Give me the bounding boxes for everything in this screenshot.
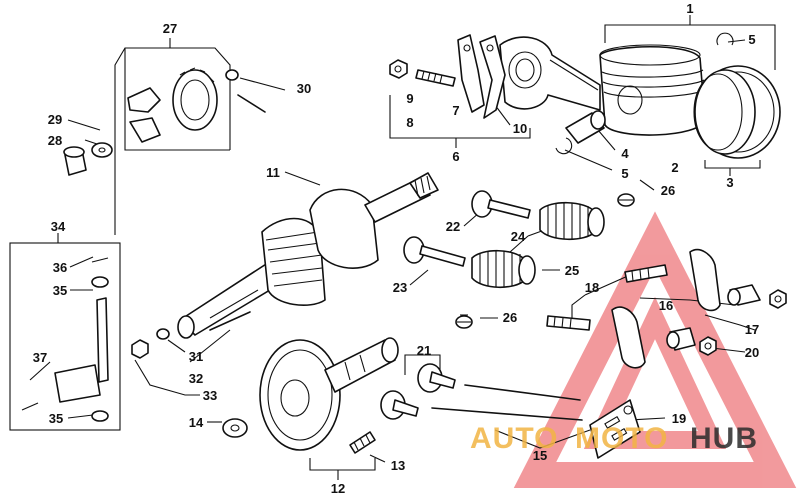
callout-4: 4 — [621, 146, 629, 161]
callout-18: 18 — [585, 280, 599, 295]
callout-27: 27 — [163, 21, 177, 36]
watermark-text: AUTO MOTO HUB — [470, 422, 758, 455]
watermark-part-2: MOTO — [575, 422, 668, 455]
callout-6: 6 — [452, 149, 459, 164]
bolt-33 — [131, 339, 149, 359]
valve-23 — [403, 236, 466, 267]
washer-30 — [225, 69, 239, 81]
callout-3: 3 — [726, 175, 733, 190]
rocker-arm-lower — [611, 306, 646, 369]
rod-nut — [389, 59, 408, 79]
callout-11: 11 — [266, 165, 280, 180]
valve-keeper-26a — [617, 193, 635, 207]
callout-2: 2 — [671, 160, 678, 175]
valve-spring-24 — [539, 201, 605, 241]
key-32 — [209, 311, 251, 331]
governor-weights — [127, 87, 161, 143]
watermark-part-3: HUB — [690, 422, 758, 455]
callout-5-top: 5 — [748, 32, 755, 47]
valve-keeper-26b — [455, 315, 473, 329]
washer-35-upper — [91, 276, 109, 288]
valve-spring-25 — [471, 249, 536, 289]
callout-16: 16 — [659, 298, 673, 313]
callout-12: 12 — [331, 481, 345, 496]
piston-assembly — [599, 44, 706, 136]
callout-20: 20 — [745, 345, 759, 360]
circlip-top — [716, 32, 734, 46]
washer-35-lower — [91, 410, 109, 422]
rocker-pivot-lower — [666, 327, 696, 351]
callout-35-lower: 35 — [49, 411, 63, 426]
camshaft — [259, 337, 399, 451]
callout-36: 36 — [53, 260, 67, 275]
watermark-logo — [513, 211, 797, 488]
rocker-nut-upper — [769, 289, 787, 309]
watermark-part-1: AUTO — [470, 422, 558, 455]
callout-34: 34 — [51, 219, 66, 234]
rocker-stud-upper — [624, 264, 668, 283]
cam-spring-13 — [349, 431, 376, 454]
callout-28: 28 — [48, 133, 62, 148]
callout-21: 21 — [417, 343, 431, 358]
callout-29: 29 — [48, 112, 62, 127]
governor-gear — [172, 67, 218, 131]
callout-5-bottom: 5 — [621, 166, 628, 181]
callout-23: 23 — [393, 280, 407, 295]
tappet-upper — [417, 363, 456, 393]
rocker-pivot-upper — [727, 284, 761, 306]
callout-9: 9 — [406, 91, 413, 106]
connecting-rod — [499, 36, 601, 111]
callout-10: 10 — [513, 121, 527, 136]
callout-19: 19 — [672, 411, 686, 426]
callout-1: 1 — [686, 1, 693, 16]
callout-31: 31 — [189, 349, 203, 364]
callout-14: 14 — [189, 415, 204, 430]
callout-26-top: 26 — [661, 183, 675, 198]
governor-pin — [237, 94, 266, 113]
callout-8: 8 — [406, 115, 413, 130]
callout-labels: 1 2 3 4 5 5 6 7 8 9 10 11 12 13 14 15 16… — [33, 1, 759, 496]
callout-35-upper: 35 — [53, 283, 67, 298]
callout-30: 30 — [297, 81, 311, 96]
callout-26-bottom: 26 — [503, 310, 517, 325]
callout-22: 22 — [446, 219, 460, 234]
piston-pin — [565, 110, 606, 144]
pushrod-upper — [464, 384, 581, 401]
governor-arm — [54, 297, 109, 403]
circlip-bottom — [555, 137, 573, 155]
callout-7: 7 — [452, 103, 459, 118]
washer-14 — [222, 418, 248, 438]
washer-29 — [91, 142, 113, 158]
tappet-lower — [380, 390, 419, 420]
rod-lock-plate — [457, 34, 506, 119]
pushrod-lower — [431, 407, 583, 421]
rocker-arm-upper — [689, 248, 721, 312]
crankshaft — [177, 172, 439, 339]
screw-37 — [21, 402, 39, 411]
pin-36 — [91, 257, 109, 263]
callout-37: 37 — [33, 350, 47, 365]
valve-22 — [471, 190, 531, 219]
governor-shaft — [63, 146, 87, 176]
callout-13: 13 — [391, 458, 405, 473]
washer-31 — [156, 328, 170, 340]
piston-rings — [693, 65, 781, 159]
callout-25: 25 — [565, 263, 579, 278]
pushrod-guide-plate — [589, 399, 641, 459]
callout-17: 17 — [745, 322, 759, 337]
callout-33: 33 — [203, 388, 217, 403]
rod-bolt — [415, 69, 456, 87]
callout-24: 24 — [511, 229, 526, 244]
rocker-nut-lower — [699, 336, 717, 356]
group-brackets — [9, 15, 776, 480]
callout-32: 32 — [189, 371, 203, 386]
rocker-stud-lower — [546, 315, 591, 331]
callout-15: 15 — [533, 448, 547, 463]
